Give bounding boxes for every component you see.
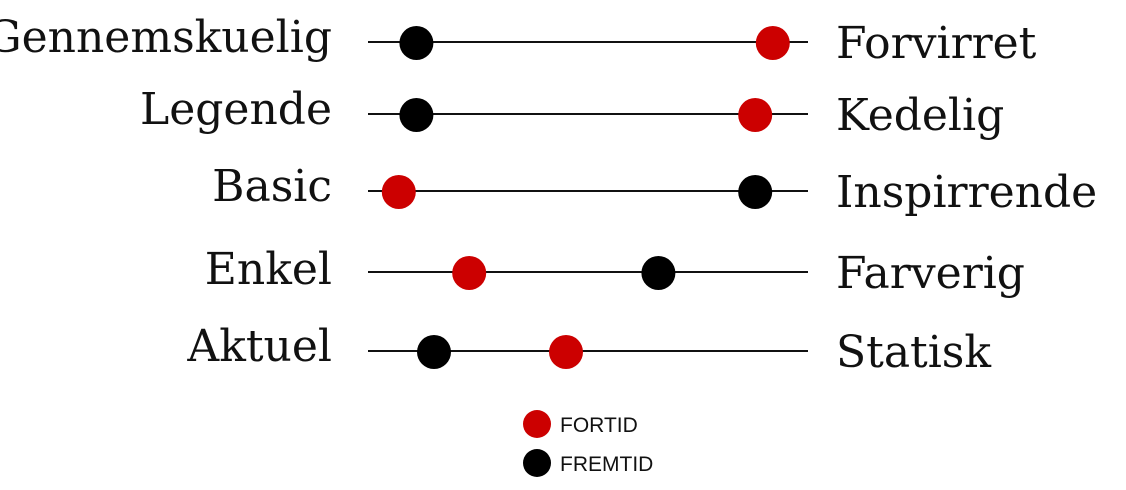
right-label: Statisk: [836, 327, 991, 378]
scale-row: Enkel Farverig: [205, 244, 1025, 299]
legend-label-fremtid: FREMTID: [560, 453, 653, 476]
fremtid-dot: [738, 175, 773, 209]
left-label: Basic: [212, 161, 332, 212]
right-label: Forvirret: [836, 18, 1037, 69]
fremtid-dot: [399, 26, 434, 60]
left-label: Aktuel: [186, 321, 332, 372]
legend-label-fortid: FORTID: [560, 414, 638, 437]
fremtid-dot: [399, 98, 434, 132]
fortid-dot: [549, 335, 583, 369]
scale-row: Basic Inspirrende: [212, 161, 1097, 218]
right-label: Farverig: [836, 248, 1025, 299]
scale-row: Legende Kedelig: [140, 84, 1004, 141]
fortid-dot: [381, 175, 416, 209]
fremtid-dot: [641, 256, 676, 290]
left-label: Legende: [140, 84, 332, 135]
left-label: Enkel: [205, 244, 332, 295]
legend-marker-fortid: [523, 410, 551, 438]
scale-row: Gennemskuelig Forvirret: [0, 12, 1037, 69]
fortid-dot: [452, 256, 487, 290]
right-label: Kedelig: [836, 90, 1004, 141]
fremtid-dot: [417, 335, 451, 369]
left-label: Gennemskuelig: [0, 12, 332, 63]
fortid-dot: [755, 26, 790, 60]
legend-marker-fremtid: [523, 449, 551, 477]
right-label: Inspirrende: [836, 167, 1097, 218]
fortid-dot: [738, 98, 773, 132]
legend: FORTID FREMTID: [523, 410, 653, 477]
scale-row: Aktuel Statisk: [186, 321, 991, 378]
